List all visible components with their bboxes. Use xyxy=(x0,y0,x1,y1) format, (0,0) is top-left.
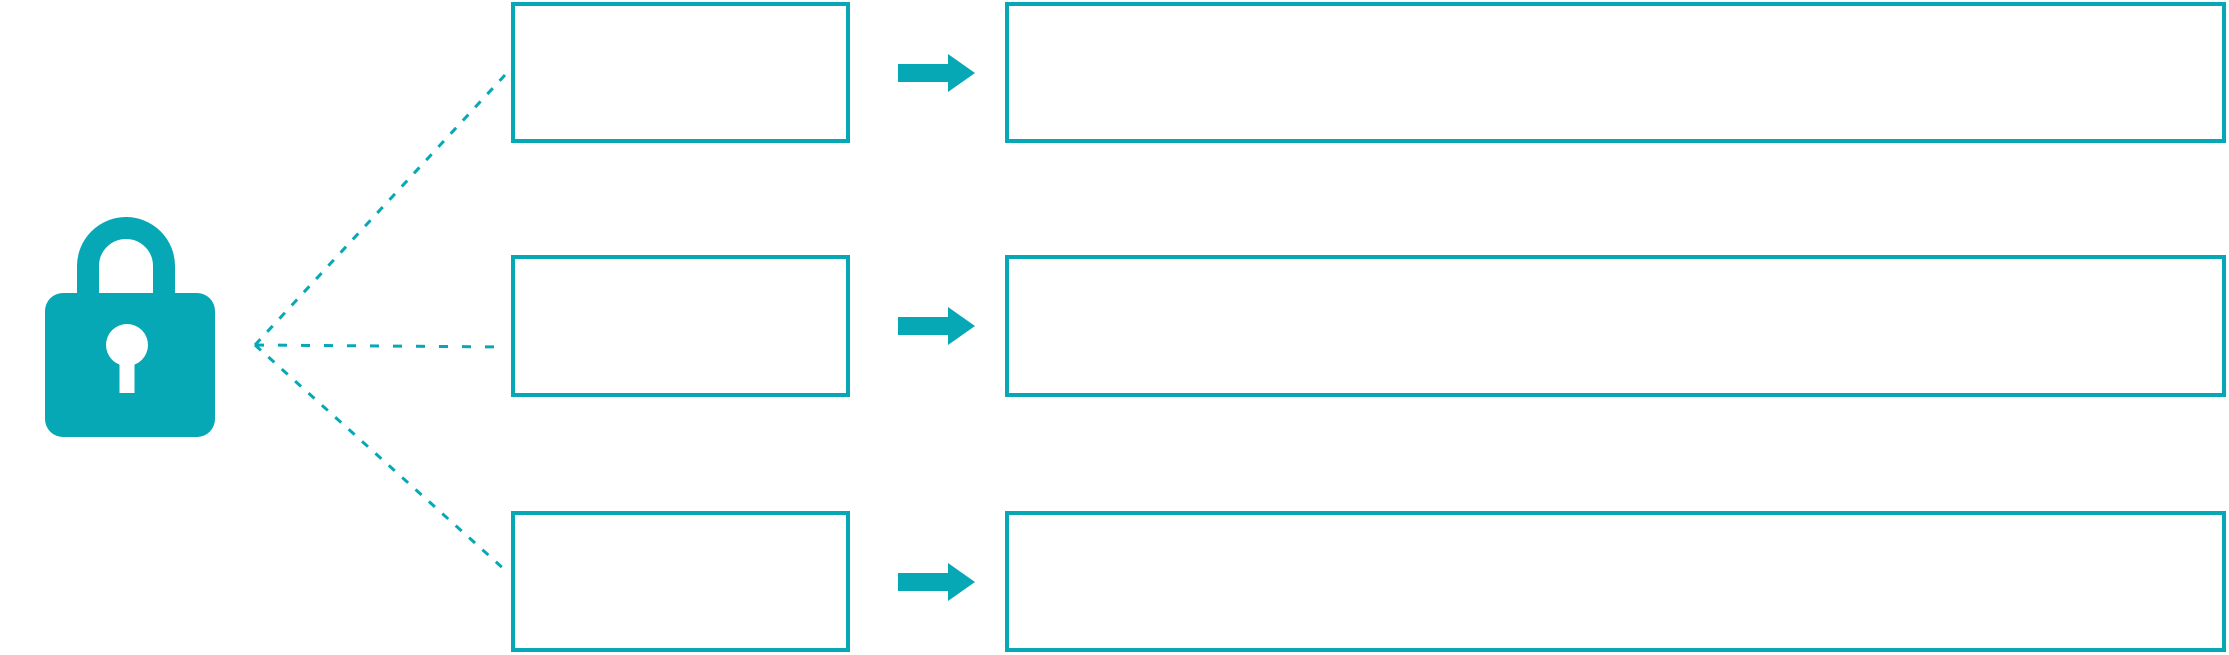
connector-line-bottom xyxy=(253,343,507,572)
detail-box-3 xyxy=(1005,511,2226,652)
connector-line-top xyxy=(253,73,507,347)
arrow-right-icon xyxy=(898,563,975,601)
arrow-right-icon xyxy=(898,54,975,92)
connector-line-middle xyxy=(254,343,506,349)
lock-icon xyxy=(45,217,215,437)
arrow-right-icon xyxy=(898,307,975,345)
detail-box-1 xyxy=(1005,2,2226,143)
category-box-2 xyxy=(511,255,850,397)
category-box-1 xyxy=(511,2,850,143)
detail-box-2 xyxy=(1005,255,2226,397)
category-box-3 xyxy=(511,511,850,652)
